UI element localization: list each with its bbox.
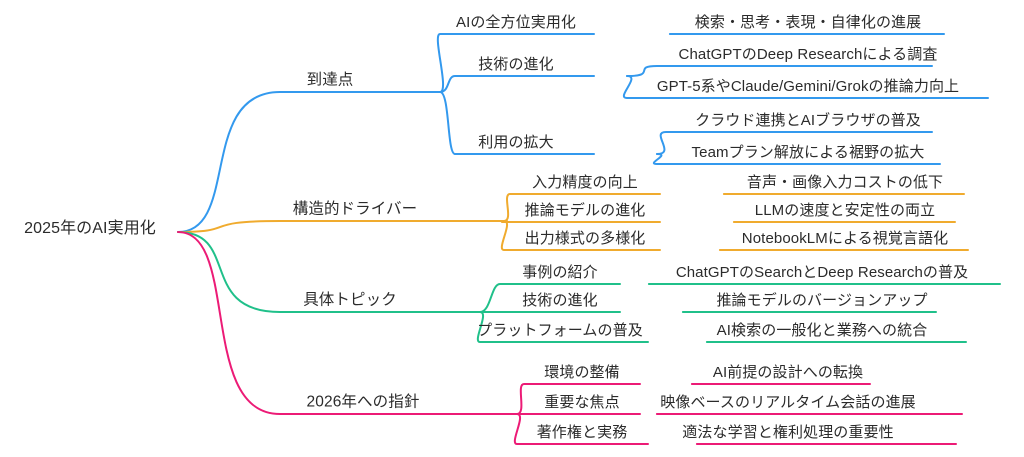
mindmap-child-node-2-3[interactable]: 出力様式の多様化 (524, 230, 646, 247)
mindmap-leaf-node-2-3-1[interactable]: NotebookLMによる視覚言語化 (741, 230, 949, 247)
mindmap-edge-branch-2-child-2 (500, 220, 661, 223)
mindmap-child-node-2-1[interactable]: 入力精度の向上 (532, 174, 638, 191)
mindmap-child-node-3-2[interactable]: 技術の進化 (522, 292, 598, 309)
mindmap-branch-node-1[interactable]: 到達点 (306, 71, 354, 89)
mindmap-child-node-1-2[interactable]: 技術の進化 (478, 56, 554, 73)
mindmap-leaf-node-1-2-2[interactable]: GPT-5系やClaude/Gemini/Grokの推論力向上 (656, 78, 960, 95)
mindmap-leaf-node-3-2-1[interactable]: 推論モデルのバージョンアップ (716, 292, 928, 309)
mindmap-child-node-2-2[interactable]: 推論モデルの進化 (524, 202, 646, 219)
mindmap-child-node-4-3[interactable]: 著作権と実務 (536, 424, 628, 441)
mindmap-leaf-node-1-2-1[interactable]: ChatGPTのDeep Researchによる調査 (678, 46, 938, 63)
mindmap-leaf-node-4-3-1[interactable]: 適法な学習と権利処理の重要性 (682, 424, 894, 441)
mindmap-leaf-node-2-2-1[interactable]: LLMの速度と安定性の両立 (754, 202, 936, 219)
mindmap-leaf-node-1-3-2[interactable]: Teamプラン解放による裾野の拡大 (691, 144, 925, 161)
mindmap-leaf-node-3-1-1[interactable]: ChatGPTのSearchとDeep Researchの普及 (675, 264, 969, 281)
mindmap-leaf-node-1-3-1[interactable]: クラウド連携とAIブラウザの普及 (695, 112, 921, 129)
mindmap-edge-branch-1-child-2 (439, 75, 595, 93)
mindmap-child-node-4-1[interactable]: 環境の整備 (544, 364, 620, 381)
mindmap-child-node-4-2[interactable]: 重要な焦点 (544, 394, 620, 411)
mindmap-child-node-1-1[interactable]: AIの全方位実用化 (455, 14, 577, 31)
mindmap-branch-node-3[interactable]: 具体トピック (303, 291, 397, 309)
mindmap-leaf-node-1-1-1[interactable]: 検索・思考・表現・自律化の進展 (694, 14, 922, 31)
mindmap-branch-node-2[interactable]: 構造的ドライバー (292, 200, 418, 218)
mindmap-leaf-node-4-2-1[interactable]: 映像ベースのリアルタイム会話の進展 (660, 394, 916, 411)
mindmap-edge-child-1-2-leaf-1 (626, 65, 933, 77)
mindmap-branch-node-4[interactable]: 2026年への指針 (306, 393, 420, 411)
mindmap-root-node[interactable]: 2025年のAI実用化 (24, 220, 156, 237)
mindmap-leaf-node-4-1-1[interactable]: AI前提の設計への転換 (712, 364, 864, 381)
mindmap-leaf-node-2-1-1[interactable]: 音声・画像入力コストの低下 (746, 174, 944, 191)
mindmap-leaf-node-3-3-1[interactable]: AI検索の一般化と業務への統合 (716, 322, 928, 339)
mindmap-child-node-3-3[interactable]: プラットフォームの普及 (477, 322, 643, 339)
mindmap-child-node-3-1[interactable]: 事例の紹介 (522, 264, 598, 281)
mindmap-edge-root-to-branch-4 (177, 231, 518, 415)
mindmap-edge-root-to-branch-2 (177, 220, 505, 233)
mindmap-child-node-1-3[interactable]: 利用の拡大 (478, 134, 554, 151)
